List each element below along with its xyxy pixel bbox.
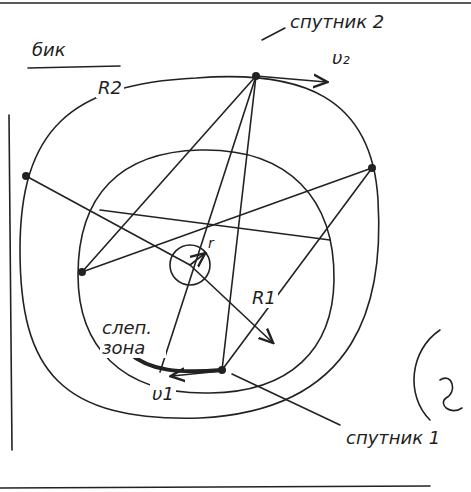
satellite-dot — [22, 172, 30, 180]
leader-line — [232, 374, 340, 425]
underline — [28, 66, 120, 68]
velocity-label: υ1 — [150, 384, 176, 404]
margin-sketch — [414, 330, 440, 420]
page-line — [0, 486, 430, 488]
sight-line — [82, 76, 256, 272]
zone-label: слеп. зона — [100, 318, 166, 358]
radius-line — [26, 176, 190, 265]
velocity-arrow — [172, 371, 222, 376]
velocity-arrow — [256, 76, 326, 82]
radius-label: r — [206, 236, 216, 251]
satellite-dot — [78, 268, 86, 276]
velocity-label: υ₂ — [330, 48, 352, 68]
satellite-dot — [368, 164, 376, 172]
satellite-dot — [252, 72, 260, 80]
sight-line — [82, 168, 372, 272]
margin-line — [9, 115, 12, 450]
radius-label: R1 — [250, 288, 278, 308]
sight-line — [222, 168, 372, 370]
satellite-label: спутник 2 — [288, 12, 386, 32]
radius-label: R2 — [96, 78, 124, 98]
page-line — [0, 2, 471, 4]
leader-line — [262, 28, 285, 40]
satellite-label: спутник 1 — [344, 428, 448, 448]
title-fragment: бик — [30, 40, 68, 60]
margin-sketch — [440, 378, 462, 411]
sight-line — [222, 76, 256, 370]
outer-orbit — [20, 77, 379, 419]
satellite-dot — [218, 366, 226, 374]
